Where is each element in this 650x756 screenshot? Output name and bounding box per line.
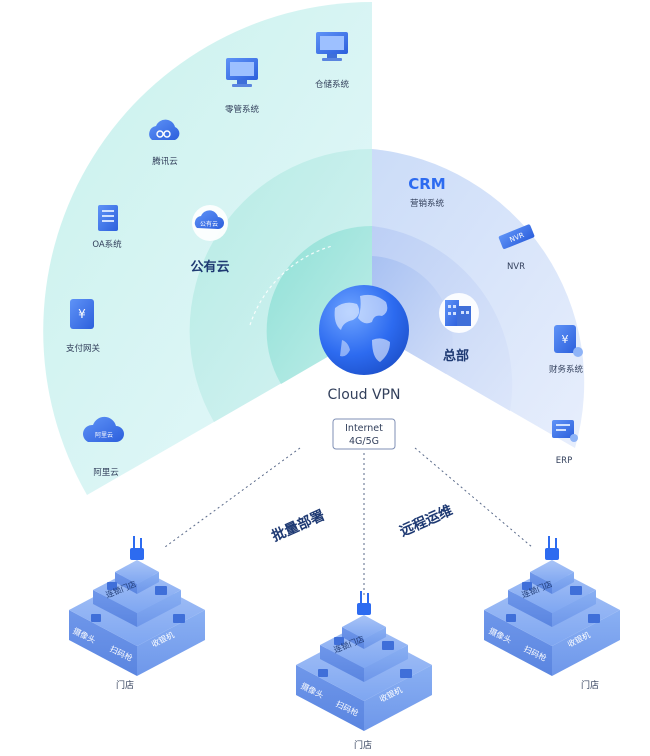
- headquarters-hub: 总部: [439, 293, 479, 364]
- public-cloud-item-label: 零管系统: [225, 104, 260, 115]
- store-devices-icon: [506, 536, 600, 623]
- store-top-top-face: [115, 560, 159, 584]
- public-cloud-icon-text: 公有云: [200, 220, 218, 228]
- building-icon: [445, 300, 471, 326]
- public-cloud-item: 仓储系统: [315, 32, 350, 90]
- monitor-icon: [316, 32, 348, 61]
- svg-text:¥: ¥: [78, 307, 86, 321]
- store-base-left-face: [296, 665, 364, 731]
- store-block: 连锁门店 摄像头 扫码枪 收银机 门店: [69, 536, 205, 691]
- nvr-icon: NVR: [498, 224, 535, 249]
- tencent-cloud-icon: [149, 119, 180, 140]
- store-connectors: [164, 447, 533, 598]
- headquarters-item: ERP: [552, 420, 578, 466]
- store-block: 连锁门店 摄像头 扫码枪 收银机 门店: [484, 536, 620, 691]
- headquarters-inner-ring: [372, 256, 453, 374]
- store-base-right-face: [137, 610, 205, 676]
- public-cloud-item: ¥ 支付网关: [66, 299, 101, 354]
- headquarters-label: 总部: [443, 348, 469, 364]
- public-cloud-item: 腾讯云: [149, 119, 180, 167]
- headquarters-item: NVR NVR: [498, 224, 535, 272]
- dashed-orbit: [249, 245, 333, 326]
- store-mid-left-face: [93, 590, 137, 627]
- crm-subtitle: 营销系统: [410, 198, 445, 209]
- public-cloud-icon: [194, 210, 224, 229]
- server-icon: [98, 205, 118, 231]
- store-label: 门店: [354, 739, 372, 751]
- internet-badge: Internet 4G/5G: [332, 418, 396, 450]
- store-block: 连锁门店 摄像头 扫码枪 收银机 门店: [296, 591, 432, 751]
- internet-badge-line1: Internet: [345, 423, 383, 434]
- svg-text:¥: ¥: [562, 333, 569, 346]
- cloud-vpn-globe-icon: [319, 285, 409, 375]
- store-top-left-face: [342, 627, 364, 649]
- store-mid-left-face: [320, 645, 364, 682]
- store-mid-right-face: [552, 590, 596, 627]
- store-mid-right-face: [364, 645, 408, 682]
- public-cloud-item-label: 支付网关: [66, 343, 101, 354]
- store-top-top-face: [342, 615, 386, 639]
- monitor-icon: [226, 58, 258, 87]
- headquarters-item-label: NVR: [507, 262, 525, 272]
- store-top-left-face: [115, 572, 137, 594]
- payment-icon: ¥: [70, 299, 94, 329]
- store-base-right-face: [552, 610, 620, 676]
- store-base-right-face: [364, 665, 432, 731]
- batch-deploy-label: 批量部署: [269, 507, 327, 545]
- store-top-right-face: [364, 627, 386, 649]
- store-top-top-face: [530, 560, 574, 584]
- public-cloud-hub: 公有云 公有云: [190, 205, 230, 275]
- cloud-vpn-label: Cloud VPN: [328, 387, 401, 403]
- public-cloud-item-label: 阿里云: [93, 468, 119, 478]
- store-top-right-face: [552, 572, 574, 594]
- store-mid-left-face: [508, 590, 552, 627]
- store-devices-icon: [318, 591, 412, 678]
- store-label: 门店: [581, 679, 599, 691]
- public-cloud-item-label: 仓储系统: [315, 79, 350, 90]
- internet-badge-line2: 4G/5G: [349, 436, 379, 447]
- headquarters-item-label: ERP: [556, 456, 572, 466]
- headquarters-zone: [372, 149, 585, 448]
- remote-ops-label: 远程运维: [397, 502, 455, 540]
- public-cloud-item: 零管系统: [225, 58, 260, 115]
- store-devices-icon: [91, 536, 185, 623]
- store-top-right-face: [137, 572, 159, 594]
- public-cloud-item-label: 腾讯云: [152, 156, 178, 167]
- finance-icon: ¥: [554, 325, 583, 357]
- public-cloud-item: OA系统: [92, 205, 122, 250]
- aliyun-cloud-icon: 阿里云: [83, 416, 124, 442]
- public-cloud-item: 阿里云 阿里云: [83, 416, 124, 478]
- store-label: 门店: [116, 679, 134, 691]
- public-cloud-item-label: OA系统: [92, 239, 122, 250]
- store-mid-right-face: [137, 590, 181, 627]
- connector-right: [414, 447, 533, 548]
- store-base-left-face: [69, 610, 137, 676]
- headquarters-item: ¥ 财务系统: [549, 325, 584, 375]
- headquarters-item-label: 财务系统: [549, 364, 584, 375]
- erp-icon: [552, 420, 578, 442]
- store-top-left-face: [530, 572, 552, 594]
- store-base-left-face: [484, 610, 552, 676]
- crm-title: CRM: [408, 175, 446, 193]
- public-cloud-label: 公有云: [190, 259, 229, 275]
- aliyun-icon-text: 阿里云: [95, 431, 113, 439]
